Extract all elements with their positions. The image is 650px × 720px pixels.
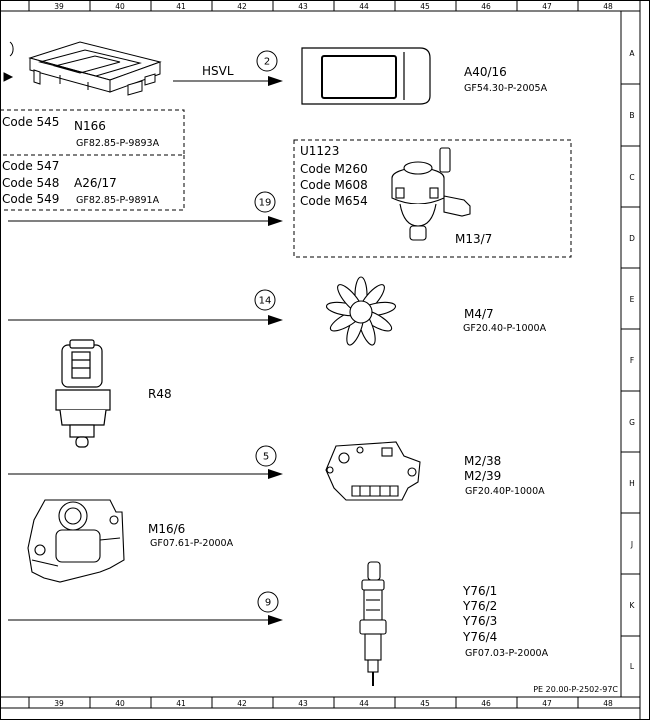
row-label: D (629, 234, 635, 243)
column-label: 45 (420, 2, 430, 11)
r48-sensor-drawing (55, 339, 111, 448)
connection-14 (8, 289, 283, 325)
bottom-ruler: 39 40 41 42 43 44 45 46 47 48 (0, 697, 640, 709)
right-ruler: A B C D E F G H J K L (621, 49, 640, 671)
a26-17-label: A26/17 (74, 176, 117, 190)
row-label: J (630, 540, 633, 549)
connection-9 (8, 591, 283, 625)
y76-ref: GF07.03-P-2000A (465, 648, 549, 659)
n166-code: Code 545 (2, 115, 59, 129)
n166-ref: GF82.85-P-9893A (76, 138, 160, 149)
a26-17-code: Code 549 (2, 192, 59, 206)
connection-number: 19 (259, 198, 272, 209)
row-label: B (629, 111, 634, 120)
column-label: 39 (54, 699, 64, 708)
a26-17-code: Code 548 (2, 176, 59, 190)
n166-group-box (0, 109, 185, 156)
column-label: 47 (542, 2, 552, 11)
column-label: 44 (359, 699, 369, 708)
connection-number: 9 (265, 598, 271, 609)
column-label: 42 (237, 699, 247, 708)
u1123-line: Code M260 (300, 162, 368, 176)
n166-label: N166 (74, 119, 106, 133)
m2-39-label: M2/39 (464, 469, 501, 483)
y76-label: Y76/4 (462, 630, 497, 644)
row-label: K (630, 601, 636, 610)
connection-19 (8, 191, 283, 226)
connection-5 (8, 445, 283, 479)
column-label: 43 (298, 2, 308, 11)
m13-7-pump-drawing (391, 147, 471, 241)
a26-17-ref: GF82.85-P-9891A (76, 195, 160, 206)
a40-16-label: A40/16 (464, 65, 507, 79)
row-label: C (629, 173, 634, 182)
m16-6-actuator-drawing (27, 499, 125, 583)
m4-7-label: M4/7 (464, 307, 494, 321)
m16-6-ref: GF07.61-P-2000A (150, 538, 234, 549)
column-label: 40 (115, 699, 125, 708)
m13-7-label: M13/7 (455, 232, 492, 246)
a26-17-group-box (0, 155, 185, 211)
y76-label: Y76/1 (462, 584, 497, 598)
column-label: 39 (54, 2, 64, 11)
column-label: 41 (176, 699, 186, 708)
column-label: 46 (481, 699, 491, 708)
u1123-line: Code M654 (300, 194, 368, 208)
r48-label: R48 (148, 387, 172, 401)
row-label: H (629, 479, 635, 488)
column-label: 40 (115, 2, 125, 11)
column-label: 48 (603, 2, 613, 11)
hsvl-connection (173, 50, 283, 86)
m4-7-ref: GF20.40-P-1000A (463, 323, 547, 334)
row-label: A (629, 49, 635, 58)
drawing-id: PE 20.00-P-2502-97C (533, 685, 618, 694)
a40-16-display-drawing (301, 47, 431, 105)
row-label: F (630, 356, 634, 365)
column-label: 41 (176, 2, 186, 11)
m2-38-label: M2/38 (464, 454, 501, 468)
n166-module-drawing (3, 41, 162, 96)
y76-injector-drawing (359, 561, 387, 686)
u1123-group-box (293, 139, 572, 258)
row-label: G (629, 418, 635, 427)
top-ruler: 39 40 41 42 43 44 45 46 47 48 (28, 0, 613, 11)
column-label: 42 (237, 2, 247, 11)
y76-label: Y76/3 (462, 614, 497, 628)
column-label: 44 (359, 2, 369, 11)
u1123-line: U1123 (300, 144, 339, 158)
a26-17-code: Code 547 (2, 159, 59, 173)
column-label: 47 (542, 699, 552, 708)
row-label: E (630, 295, 635, 304)
u1123-line: Code M608 (300, 178, 368, 192)
column-label: 43 (298, 699, 308, 708)
m2-38-ref: GF20.40P-1000A (465, 486, 545, 497)
m16-6-label: M16/6 (148, 522, 185, 536)
m2-38-actuator-drawing (325, 441, 421, 501)
y76-label: Y76/2 (462, 599, 497, 613)
connection-number: 14 (259, 296, 272, 307)
column-label: 45 (420, 699, 430, 708)
row-label: L (630, 662, 635, 671)
connection-number: 2 (264, 57, 270, 68)
column-label: 48 (603, 699, 613, 708)
hsvl-signal-label: HSVL (202, 64, 234, 78)
a40-16-ref: GF54.30-P-2005A (464, 83, 548, 94)
m4-7-fan-drawing (325, 276, 397, 346)
column-label: 46 (481, 2, 491, 11)
connection-number: 5 (263, 452, 269, 463)
